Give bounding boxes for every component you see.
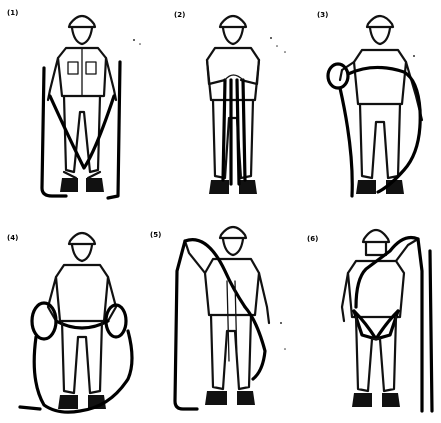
- step-2-panel: (2): [147, 0, 294, 211]
- rope-seat-step-5-illustration: [147, 211, 294, 422]
- rope-seat-step-2-illustration: [147, 0, 294, 211]
- step-5-panel: (5): [147, 211, 294, 422]
- rope-seat-step-6-illustration: [294, 211, 441, 422]
- step-3-panel: (3): [294, 0, 441, 211]
- step-1-panel: (1): [0, 0, 147, 211]
- rope-seat-step-3-illustration: [294, 0, 441, 211]
- step-6-panel: (6): [294, 211, 441, 422]
- step-4-panel: (4): [0, 211, 147, 422]
- rope-seat-step-1-illustration: [0, 0, 147, 211]
- rope-seat-step-4-illustration: [0, 211, 147, 422]
